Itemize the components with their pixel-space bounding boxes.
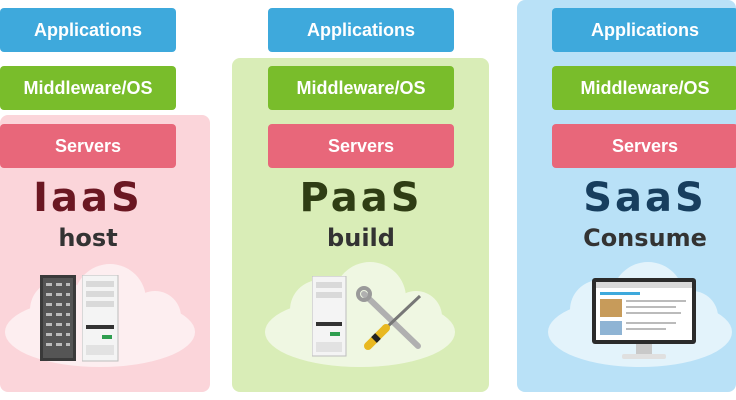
server-rack-icon (40, 275, 76, 361)
paas-middleware-layer: Middleware/OS (268, 66, 454, 110)
iaas-title: IaaS (33, 175, 143, 221)
paas-servers-layer: Servers (268, 124, 454, 168)
saas-servers-layer: Servers (552, 124, 736, 168)
paas-applications-layer: Applications (268, 8, 454, 52)
saas-middleware-layer: Middleware/OS (552, 66, 736, 110)
paas-subtitle: build (327, 224, 395, 252)
server-tower-icon (82, 275, 119, 362)
paas-title: PaaS (299, 175, 423, 221)
server-tower-icon (312, 276, 347, 357)
saas-title: SaaS (583, 175, 707, 221)
iaas-middleware-layer: Middleware/OS (0, 66, 176, 110)
iaas-applications-layer: Applications (0, 8, 176, 52)
saas-applications-layer: Applications (552, 8, 736, 52)
iaas-subtitle: host (58, 224, 118, 252)
iaas-servers-layer: Servers (0, 124, 176, 168)
saas-subtitle: Consume (583, 224, 707, 252)
tools-icon (356, 286, 422, 350)
monitor-icon (592, 278, 696, 359)
